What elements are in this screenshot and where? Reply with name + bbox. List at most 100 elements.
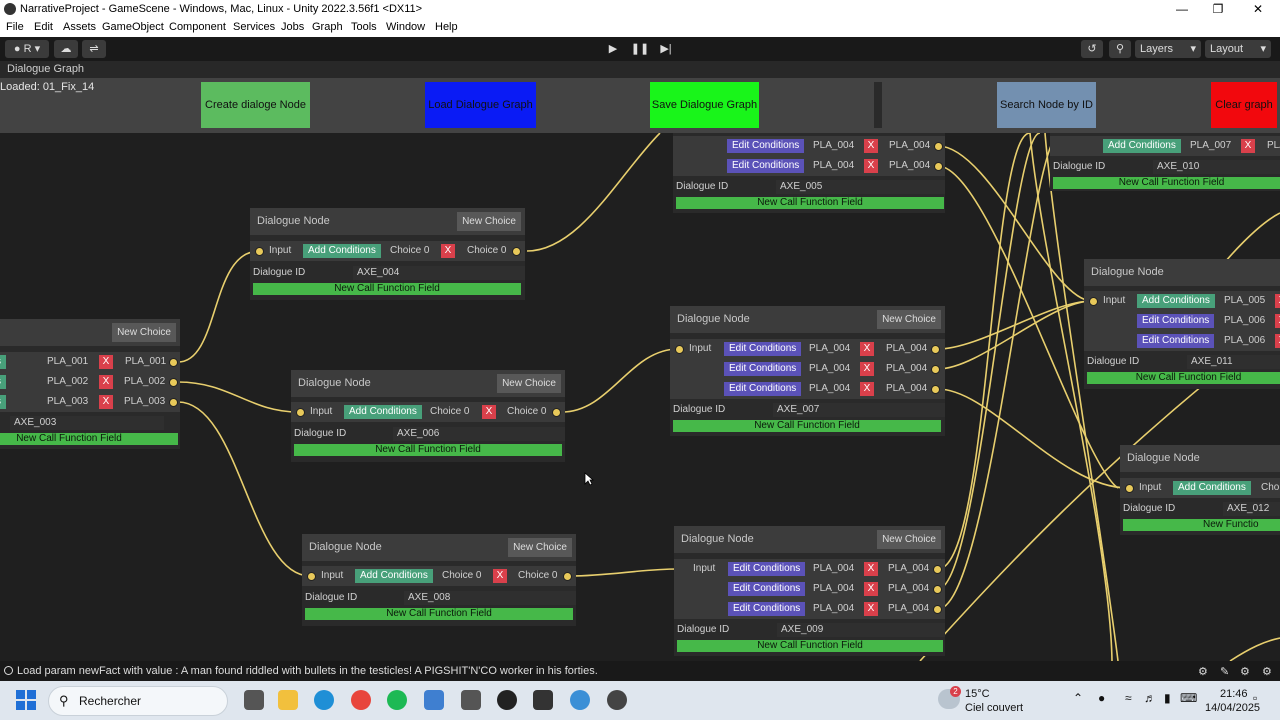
remove-choice-button[interactable]: X — [493, 569, 507, 583]
remove-choice-button[interactable]: X — [99, 355, 113, 369]
input-port[interactable] — [307, 572, 316, 581]
tray-app-icon[interactable]: ● — [1098, 691, 1106, 705]
remove-choice-button[interactable]: X — [482, 405, 496, 419]
menu-jobs[interactable]: Jobs — [281, 21, 305, 33]
edit-conditions-button[interactable]: Edit Conditions — [728, 582, 806, 596]
output-port[interactable] — [552, 408, 561, 417]
app-icon[interactable] — [570, 690, 590, 710]
remove-choice-button[interactable]: X — [1241, 139, 1255, 153]
add-conditions-button[interactable]: onditions — [0, 355, 7, 369]
dialogue-id-field[interactable]: AXE_011 — [1187, 355, 1280, 369]
remove-choice-button[interactable]: X — [99, 395, 113, 409]
edit-conditions-button[interactable]: Edit Conditions — [728, 602, 806, 616]
edit-conditions-button[interactable]: Edit Conditions — [724, 342, 802, 356]
edit-conditions-button[interactable]: Edit Conditions — [728, 562, 806, 576]
new-choice-button[interactable]: New Choice — [508, 538, 572, 557]
remove-choice-button[interactable]: X — [860, 342, 874, 356]
menu-tools[interactable]: Tools — [351, 21, 377, 33]
search-node-button[interactable]: Search Node by ID — [997, 82, 1096, 128]
clock-date[interactable]: 14/04/2025 — [1205, 702, 1261, 714]
new-call-function-button[interactable]: New Call Function Field — [294, 444, 562, 456]
load-graph-button[interactable]: Load Dialogue Graph — [425, 82, 536, 128]
collab-icon[interactable]: ⇌ — [82, 40, 106, 58]
dialogue-id-field[interactable]: AXE_010 — [1153, 160, 1280, 174]
new-choice-button[interactable]: New Choice — [877, 310, 941, 329]
create-node-button[interactable]: Create dialoge Node — [201, 82, 310, 128]
output-port[interactable] — [934, 162, 943, 171]
menu-graph[interactable]: Graph — [312, 21, 343, 33]
dialogue-node-axe009[interactable]: Dialogue Node New Choice Input Edit Cond… — [674, 526, 945, 656]
new-call-function-button[interactable]: New Call Function Field — [0, 433, 178, 445]
graph-canvas[interactable]: New Choice onditions PLA_001 X PLA_001 o… — [0, 133, 1280, 661]
remove-choice-button[interactable]: X — [99, 375, 113, 389]
battery-icon[interactable]: ▮ — [1164, 691, 1171, 705]
menu-file[interactable]: File — [6, 21, 24, 33]
play-icon[interactable]: ▶ — [608, 43, 618, 55]
add-conditions-button[interactable]: Add Conditions — [344, 405, 422, 419]
remove-choice-button[interactable]: X — [1275, 294, 1280, 308]
new-call-function-button[interactable]: New Call Function Field — [1087, 372, 1280, 384]
remove-choice-button[interactable]: X — [860, 382, 874, 396]
output-port[interactable] — [169, 378, 178, 387]
network-icon[interactable]: ✎ — [1220, 666, 1230, 678]
menu-edit[interactable]: Edit — [34, 21, 53, 33]
dialogue-node-axe011[interactable]: Dialogue Node Input Add Conditions PLA_0… — [1084, 259, 1280, 389]
remove-choice-button[interactable]: X — [1275, 314, 1280, 328]
edit-conditions-button[interactable]: Edit Conditions — [1137, 334, 1215, 348]
menu-services[interactable]: Services — [233, 21, 276, 33]
add-conditions-button[interactable]: Add Conditions — [303, 244, 381, 258]
wifi-icon[interactable]: ≈ — [1125, 691, 1132, 705]
remove-choice-button[interactable]: X — [441, 244, 455, 258]
notification-icon[interactable]: ▫ — [1253, 691, 1258, 705]
output-port[interactable] — [933, 565, 942, 574]
unity-editor-icon[interactable] — [533, 690, 553, 710]
maximize-icon[interactable]: ❐ — [1212, 2, 1224, 16]
save-graph-button[interactable]: Save Dialogue Graph — [650, 82, 759, 128]
new-choice-button[interactable]: New Choice — [497, 374, 561, 393]
dialogue-id-field[interactable]: AXE_004 — [353, 266, 525, 280]
new-call-function-button[interactable]: New Call Function Field — [676, 197, 944, 209]
menu-window[interactable]: Window — [386, 21, 426, 33]
output-port[interactable] — [931, 345, 940, 354]
output-port[interactable] — [933, 605, 942, 614]
clear-graph-button[interactable]: Clear graph — [1211, 82, 1277, 128]
menu-gameobject[interactable]: GameObject — [102, 21, 164, 33]
menu-assets[interactable]: Assets — [63, 21, 97, 33]
cloud-icon[interactable]: ☁ — [54, 40, 78, 58]
chrome-icon[interactable] — [351, 690, 371, 710]
search-icon[interactable]: ⚲ — [1109, 40, 1131, 58]
dialogue-id-field[interactable]: AXE_005 — [776, 180, 945, 194]
new-call-function-button[interactable]: New Call Function Field — [253, 283, 521, 295]
dialogue-node-axe007[interactable]: Dialogue Node New Choice Input Edit Cond… — [670, 306, 945, 436]
output-port[interactable] — [512, 247, 521, 256]
edit-conditions-button[interactable]: Edit Conditions — [724, 382, 802, 396]
history-icon[interactable]: ↺ — [1081, 40, 1103, 58]
dialogue-id-field[interactable]: AXE_006 — [393, 427, 565, 441]
windows-start-icon[interactable] — [16, 690, 36, 710]
dialogue-node-axe006[interactable]: Dialogue Node New Choice Input Add Condi… — [291, 370, 565, 462]
volume-icon[interactable]: ♬ — [1144, 691, 1156, 705]
dialogue-node-axe010[interactable]: Add Conditions PLA_007 X PLA Dialogue ID… — [1050, 133, 1280, 191]
menu-help[interactable]: Help — [435, 21, 458, 33]
input-port[interactable] — [296, 408, 305, 417]
input-port[interactable] — [1089, 297, 1098, 306]
new-call-function-button[interactable]: New Call Function Field — [1053, 177, 1280, 189]
dialogue-id-field[interactable]: AXE_008 — [404, 591, 576, 605]
spotify-icon[interactable] — [387, 690, 407, 710]
layout-dropdown[interactable]: Layout ▾ — [1205, 40, 1271, 58]
new-call-function-button[interactable]: New Functio — [1123, 519, 1280, 531]
remove-choice-button[interactable]: X — [864, 159, 878, 173]
dialogue-id-field[interactable]: AXE_009 — [777, 623, 945, 637]
edit-conditions-button[interactable]: Edit Conditions — [1137, 314, 1215, 328]
file-explorer-icon[interactable] — [278, 690, 298, 710]
output-port[interactable] — [563, 572, 572, 581]
add-conditions-button[interactable]: Add Conditions — [1137, 294, 1215, 308]
taskbar-search[interactable]: ⚲ Rechercher — [48, 686, 228, 716]
input-port[interactable] — [1125, 484, 1134, 493]
obs-icon[interactable] — [607, 690, 627, 710]
tray-chevron-icon[interactable]: ⌃ — [1073, 691, 1084, 705]
add-conditions-button[interactable]: Add Conditions — [1103, 139, 1181, 153]
input-port[interactable] — [255, 247, 264, 256]
step-icon[interactable]: ▶| — [660, 43, 672, 55]
debug-icon[interactable]: ⚙ — [1240, 666, 1250, 678]
